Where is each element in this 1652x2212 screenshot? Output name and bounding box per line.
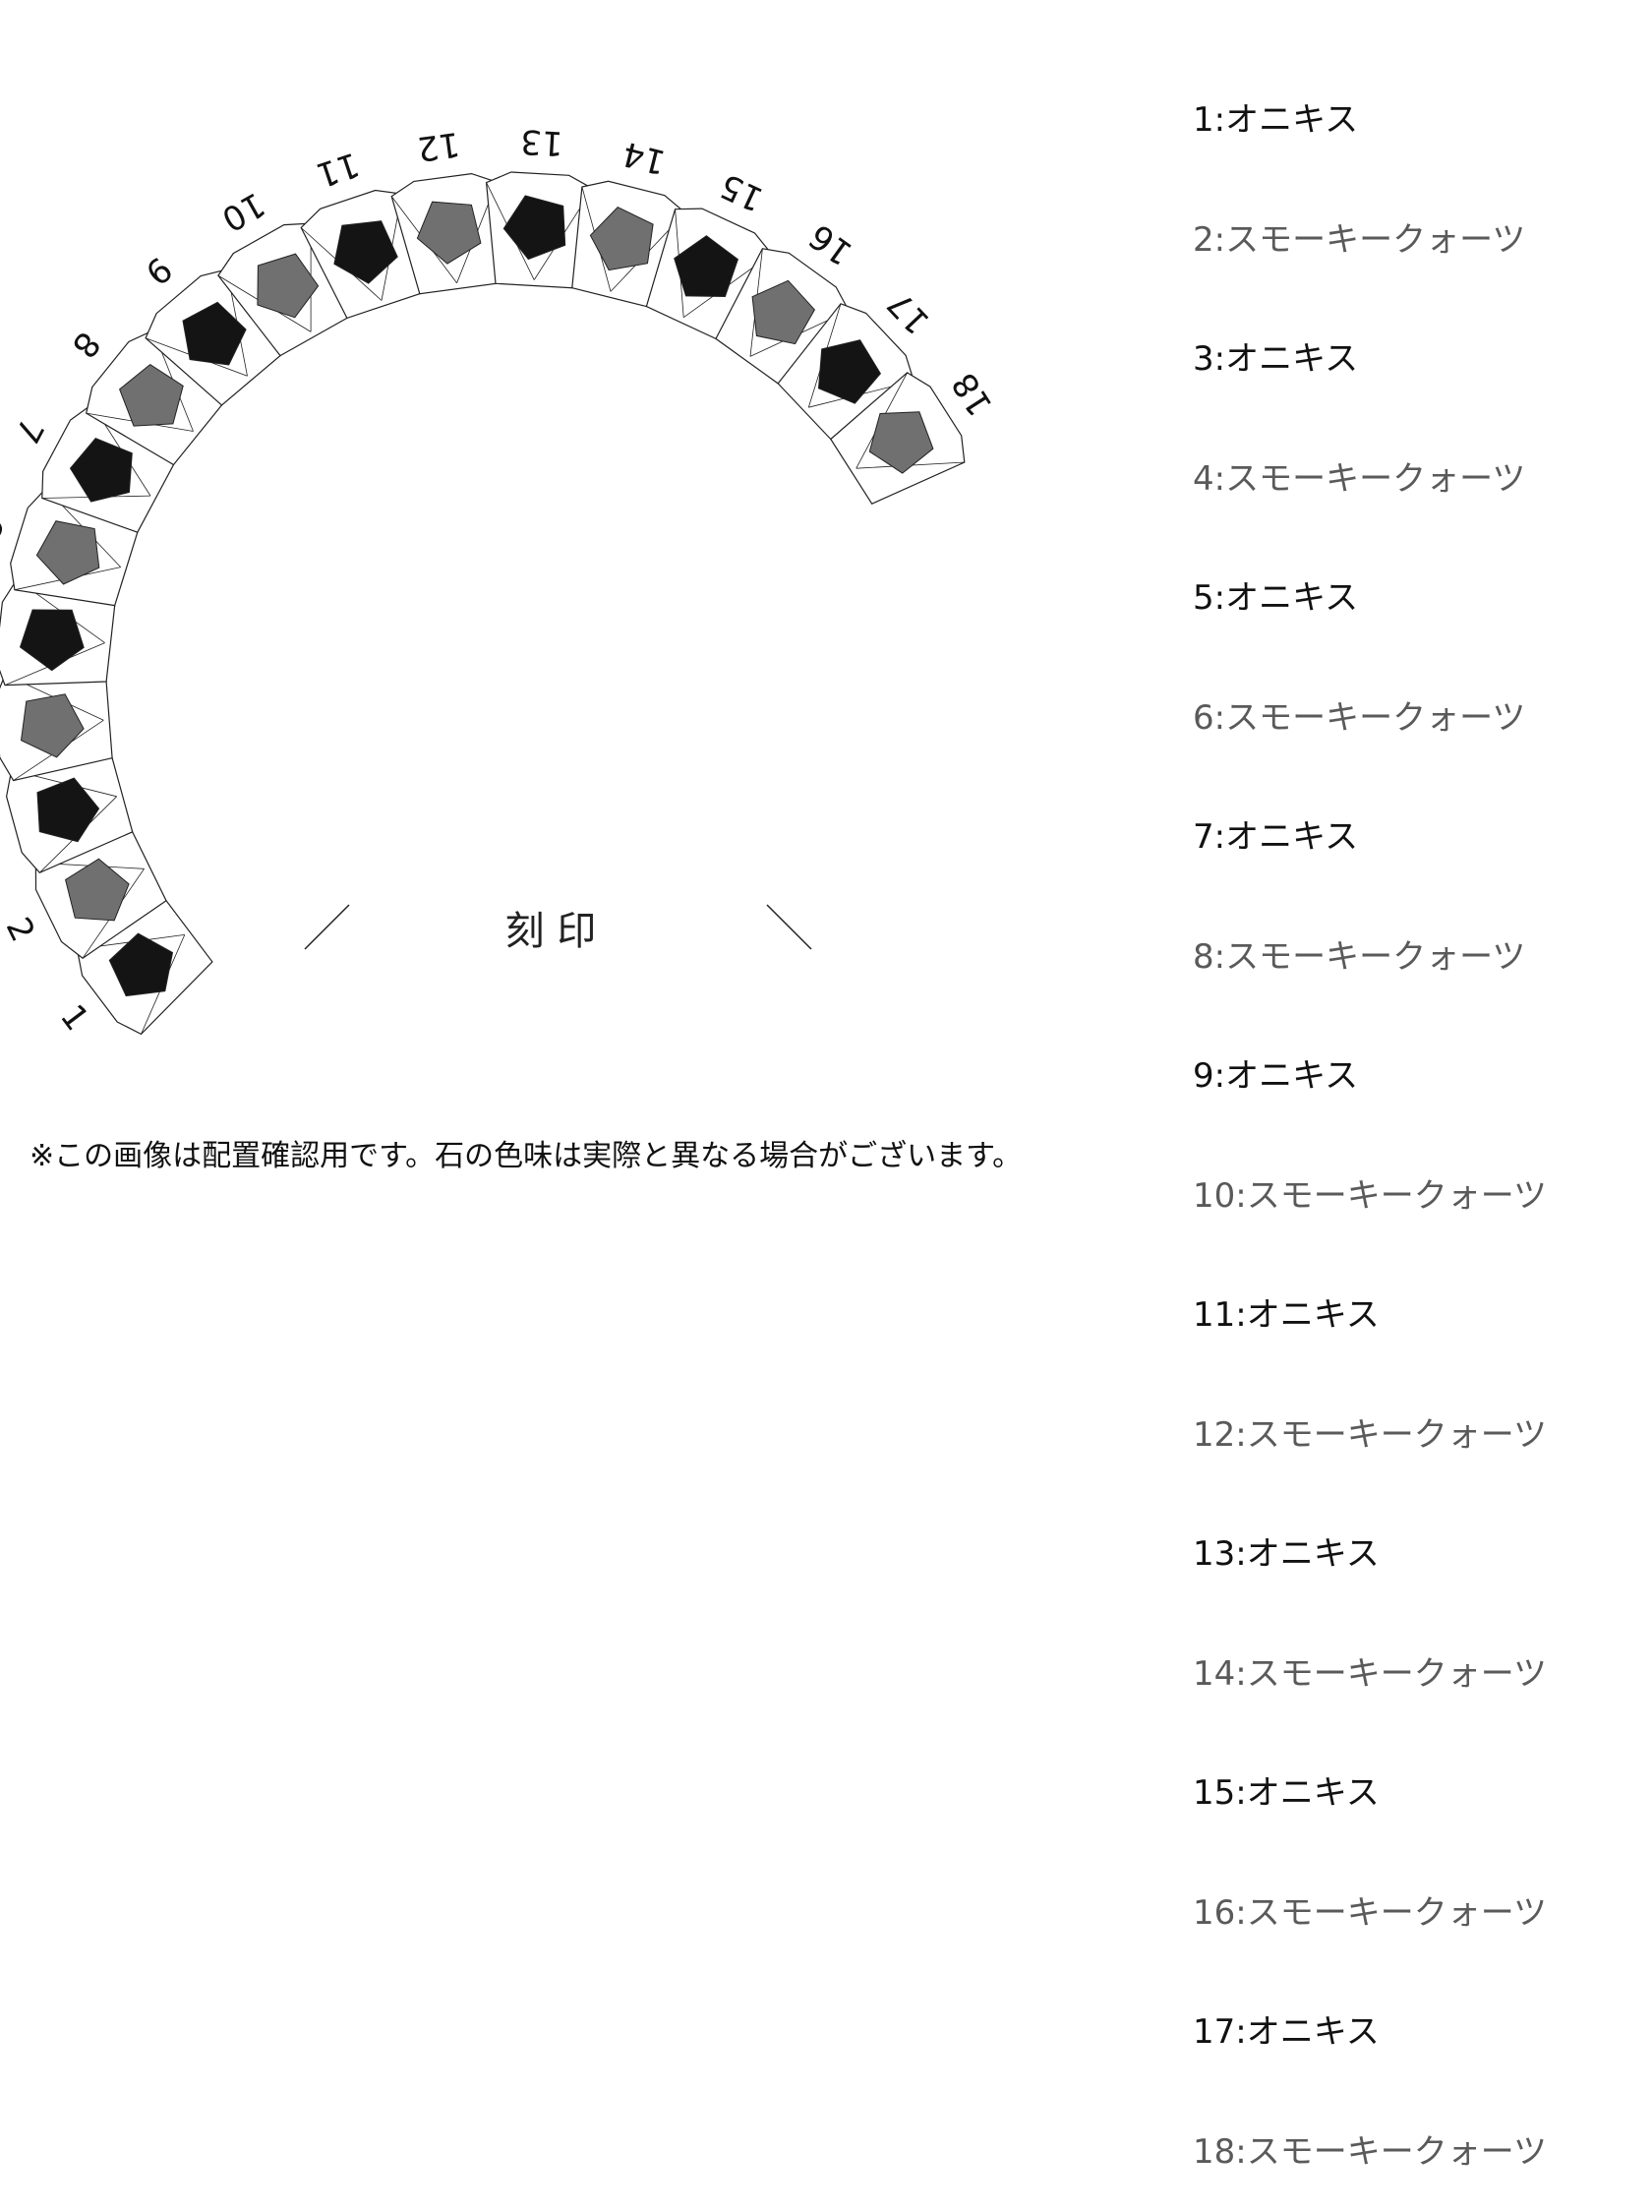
legend-item: 12:スモーキークォーツ: [1193, 1376, 1645, 1496]
bead-number-label: 3: [0, 817, 5, 848]
legend-item: 14:スモーキークォーツ: [1193, 1615, 1645, 1735]
bead-number-label: 16: [802, 215, 859, 272]
engraving-bracket-left: [305, 905, 349, 949]
bead-number-label: 10: [215, 184, 271, 239]
engraving-bracket-right: [767, 905, 811, 949]
bead-number-label: 2: [0, 912, 42, 948]
legend-item: 9:オニキス: [1193, 1017, 1645, 1137]
bead-number-label: 9: [138, 249, 179, 293]
bead-number-label: 17: [880, 283, 938, 341]
legend-item: 2:スモーキークォーツ: [1193, 181, 1645, 301]
legend-item: 3:オニキス: [1193, 300, 1645, 420]
bead-ring: 123456789101112131415161718: [0, 121, 1001, 1038]
bead-number-label: 6: [0, 510, 11, 543]
legend-item: 11:オニキス: [1193, 1256, 1645, 1376]
bead-number-label: 7: [6, 412, 50, 449]
bead-bracelet-diagram: 123456789101112131415161718 刻 印: [0, 0, 1180, 1180]
legend-item: 7:オニキス: [1193, 778, 1645, 898]
legend-item: 10:スモーキークォーツ: [1193, 1137, 1645, 1257]
bead-number-label: 15: [714, 165, 769, 218]
bead-number-label: 13: [519, 121, 563, 162]
legend-item: 8:スモーキークォーツ: [1193, 898, 1645, 1018]
bead-number-label: 18: [945, 366, 1001, 423]
legend-item: 16:スモーキークォーツ: [1193, 1854, 1645, 1974]
legend-item: 5:オニキス: [1193, 539, 1645, 659]
legend-item: 15:オニキス: [1193, 1734, 1645, 1854]
legend-item: 1:オニキス: [1193, 61, 1645, 181]
bead-number-label: 14: [619, 134, 670, 182]
legend-item: 6:スモーキークォーツ: [1193, 659, 1645, 779]
bead-number-label: 12: [415, 124, 462, 168]
engraving-label: 刻 印: [505, 909, 597, 954]
legend-item: 17:オニキス: [1193, 1973, 1645, 2093]
legend-item: 18:スモーキークォーツ: [1193, 2093, 1645, 2212]
bead-number-label: 8: [64, 324, 108, 365]
bead-number-label: 11: [312, 144, 365, 195]
bead-number-label: 1: [52, 997, 96, 1038]
legend-item: 13:オニキス: [1193, 1495, 1645, 1615]
color-disclaimer-note: ※この画像は配置確認用です。石の色味は実際と異なる場合がございます。: [30, 1131, 1022, 1174]
legend-item: 4:スモーキークォーツ: [1193, 420, 1645, 540]
